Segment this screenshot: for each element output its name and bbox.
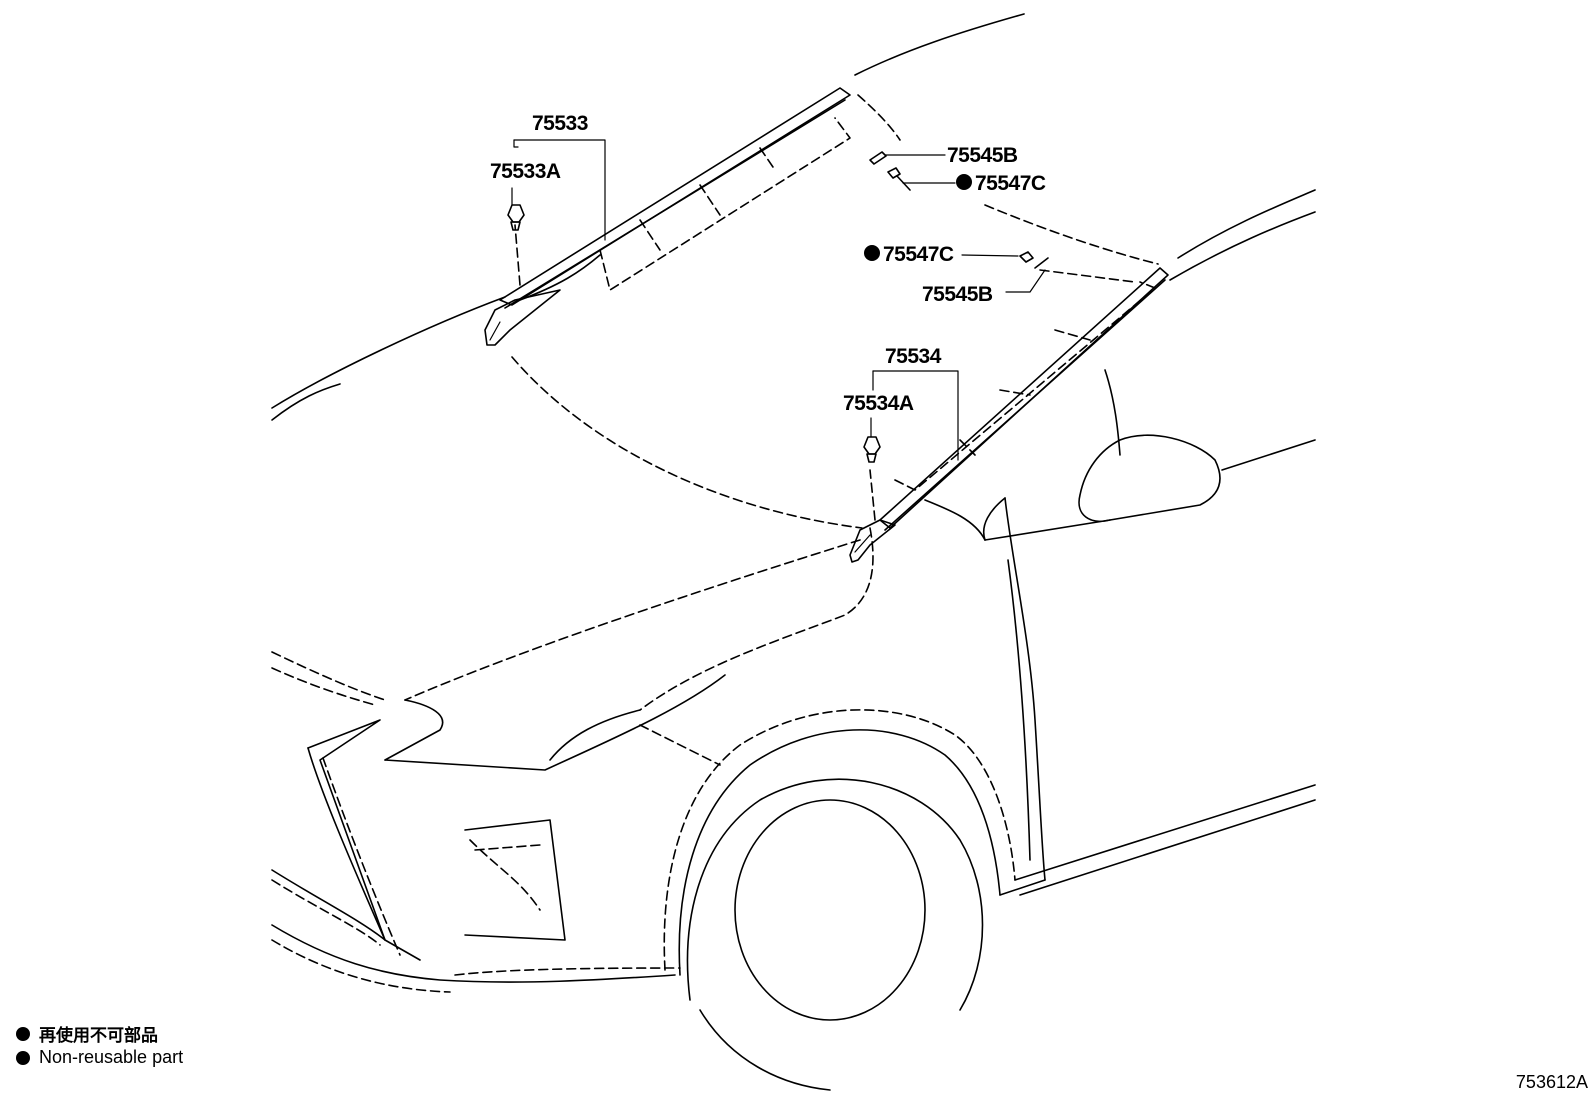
- callout-75533: 75533: [532, 112, 588, 135]
- callout-75547C-mid: 75547C: [883, 243, 954, 266]
- non-reusable-marker-icon: [16, 1050, 30, 1065]
- cowl-side-panel-right: [849, 267, 1169, 563]
- screw-75547C-top: [887, 167, 901, 179]
- callout-75533A: 75533A: [490, 160, 561, 183]
- non-reusable-marker: [956, 174, 972, 190]
- non-reusable-marker: [864, 245, 880, 261]
- callout-labels: 75533 75533A 75545B 75547C 75547C 75545B…: [490, 112, 1046, 415]
- legend-english-text: Non-reusable part: [39, 1047, 184, 1067]
- non-reusable-marker-icon: [16, 1026, 30, 1041]
- legend-japanese-text: 再使用不可部品: [39, 1026, 158, 1046]
- retainer-75545B-top: [869, 151, 887, 165]
- leader-lines: [511, 139, 1046, 461]
- callout-75534: 75534: [885, 345, 942, 368]
- callout-75547C-top: 75547C: [975, 172, 1046, 195]
- legend-english: Non-reusable part: [16, 1047, 183, 1068]
- legend-japanese: 再使用不可部品: [16, 1021, 158, 1046]
- illustration-code: 753612A: [1515, 1072, 1588, 1092]
- callout-75545B-mid: 75545B: [922, 283, 993, 306]
- screw-75547C-mid: [1019, 251, 1034, 263]
- car-body-outline: [271, 13, 1316, 1091]
- callout-75534A: 75534A: [843, 392, 914, 415]
- cowl-side-panel-left: [484, 87, 851, 346]
- callout-75545B-top: 75545B: [947, 144, 1018, 167]
